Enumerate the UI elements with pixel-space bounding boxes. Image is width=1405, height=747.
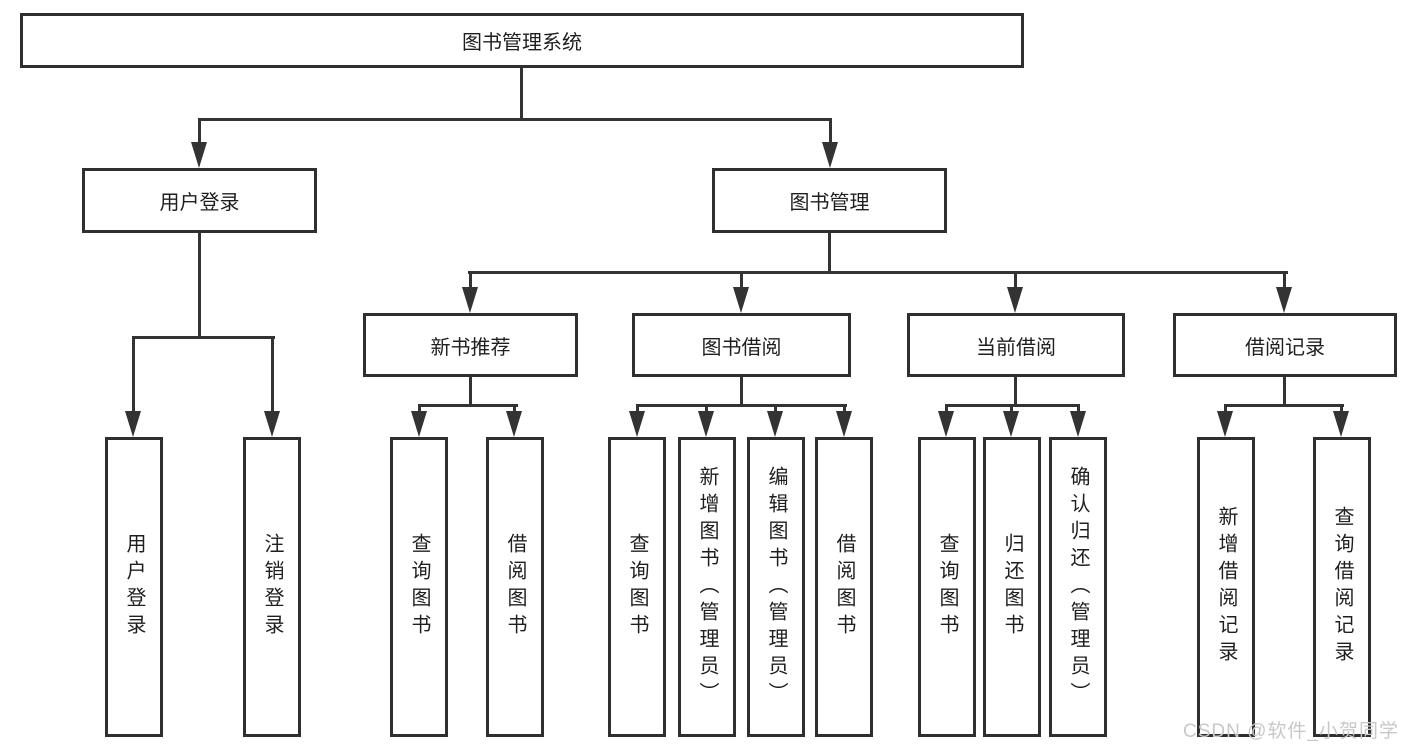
connector-bookborrow-rail [636, 404, 847, 407]
arrow-to-book-mgmt [822, 142, 838, 168]
connector-records-rail [1224, 404, 1344, 407]
connector-bookborrow-leaf1-stem [636, 404, 639, 416]
leaf-logout: 注销登录 [243, 437, 301, 737]
arrow-to-bookborrow [733, 287, 749, 313]
arrow-to-leaf-login [125, 411, 141, 437]
arrow-to-bookborrow-leaf1 [629, 411, 645, 437]
arrow-to-user-login [191, 142, 207, 168]
connector-records-stem [1283, 271, 1286, 289]
leaf-newrec-borrow-books: 借阅图书 [486, 437, 544, 737]
connector-user-login-trunk [198, 231, 201, 339]
arrow-to-records-leaf2 [1333, 411, 1349, 437]
connector-level1-rail [198, 118, 832, 121]
connector-bookborrow-leaf3-stem [774, 404, 777, 416]
arrow-to-bookborrow-leaf2 [698, 411, 714, 437]
connector-bookborrow-leaf4-stem [843, 404, 846, 416]
connector-leaf-logout-stem [271, 336, 274, 412]
node-new-book-recommend: 新书推荐 [363, 313, 578, 377]
node-book-management: 图书管理 [712, 168, 947, 233]
connector-newbook-rail [418, 404, 518, 407]
node-user-login: 用户登录 [82, 168, 317, 233]
watermark: CSDN @软件_小贺同学 [1183, 721, 1399, 742]
leaf-records-add-record: 新增借阅记录 [1197, 437, 1255, 737]
connector-newbook-trunk [469, 377, 472, 407]
connector-currentborrow-leaf1-stem [945, 404, 948, 416]
connector-user-login-rail [132, 336, 275, 339]
connector-records-leaf1-stem [1224, 404, 1227, 416]
node-borrow-records: 借阅记录 [1173, 313, 1397, 377]
connector-root-trunk [520, 68, 523, 118]
arrow-to-newbook-leaf1 [411, 411, 427, 437]
connector-currentborrow-leaf3-stem [1077, 404, 1080, 416]
leaf-borrow-add-books-admin: 新增图书（管理员） [678, 437, 736, 737]
leaf-current-return-books: 归还图书 [983, 437, 1041, 737]
arrow-to-newbook [462, 287, 478, 313]
arrow-to-records [1276, 287, 1292, 313]
leaf-user-login: 用户登录 [105, 437, 163, 737]
leaf-records-query-record: 查询借阅记录 [1313, 437, 1371, 737]
leaf-newrec-query-books: 查询图书 [390, 437, 448, 737]
arrow-to-currentborrow-leaf2 [1003, 411, 1019, 437]
arrow-to-currentborrow [1007, 287, 1023, 313]
connector-user-login-stem [198, 118, 201, 144]
connector-leaf-login-stem [132, 336, 135, 412]
connector-currentborrow-leaf2-stem [1010, 404, 1013, 416]
arrow-to-leaf-logout [264, 411, 280, 437]
leaf-current-query-books: 查询图书 [918, 437, 976, 737]
connector-newbook-leaf2-stem [513, 404, 516, 416]
arrow-to-currentborrow-leaf3 [1070, 411, 1086, 437]
leaf-borrow-edit-books-admin: 编辑图书（管理员） [747, 437, 805, 737]
connector-records-trunk [1283, 377, 1286, 407]
connector-level3-rail [468, 271, 1288, 274]
arrow-to-bookborrow-leaf3 [767, 411, 783, 437]
arrow-to-bookborrow-leaf4 [836, 411, 852, 437]
node-book-borrow: 图书借阅 [632, 313, 851, 377]
leaf-borrow-query-books: 查询图书 [608, 437, 666, 737]
connector-newbook-leaf1-stem [418, 404, 421, 416]
node-current-borrow: 当前借阅 [907, 313, 1125, 377]
connector-book-mgmt-trunk [828, 233, 831, 273]
connector-newbook-stem [469, 271, 472, 289]
node-library-system: 图书管理系统 [20, 13, 1024, 68]
arrow-to-records-leaf1 [1217, 411, 1233, 437]
connector-bookborrow-stem [740, 271, 743, 289]
arrow-to-currentborrow-leaf1 [938, 411, 954, 437]
connector-bookborrow-trunk [740, 377, 743, 407]
connector-records-leaf2-stem [1340, 404, 1343, 416]
arrow-to-newbook-leaf2 [506, 411, 522, 437]
connector-book-mgmt-stem [829, 118, 832, 144]
connector-bookborrow-leaf2-stem [705, 404, 708, 416]
connector-currentborrow-stem [1014, 271, 1017, 289]
leaf-borrow-borrow-books: 借阅图书 [815, 437, 873, 737]
leaf-current-confirm-return-admin: 确认归还（管理员） [1049, 437, 1107, 737]
connector-currentborrow-trunk [1014, 377, 1017, 407]
